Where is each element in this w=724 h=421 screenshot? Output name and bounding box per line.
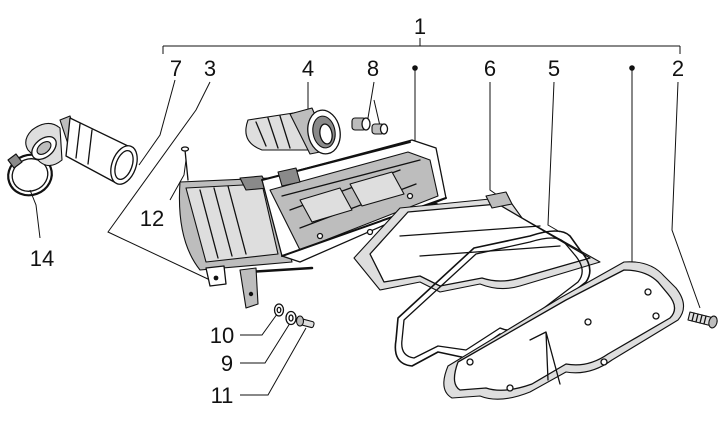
callout-6: 6 — [484, 56, 496, 81]
callout-4: 4 — [302, 56, 314, 81]
callout-labels: 1 7 3 4 8 6 5 2 12 14 10 9 11 — [30, 14, 684, 408]
leader-7 — [138, 79, 176, 166]
leader-12 — [169, 159, 187, 201]
leader-8b — [373, 99, 381, 127]
leader-10 — [240, 309, 281, 336]
callout-3: 3 — [204, 56, 216, 81]
parts-10-9-11-fasteners — [273, 303, 315, 329]
callout-14: 14 — [30, 246, 54, 271]
callout-1: 1 — [414, 14, 426, 39]
callout-11: 11 — [211, 383, 234, 408]
callout-10: 10 — [210, 323, 234, 348]
part-3-air-box — [178, 139, 447, 309]
part-8-grommets — [351, 117, 389, 135]
callout-5: 5 — [548, 56, 560, 81]
leader-9 — [240, 319, 293, 364]
callout-2: 2 — [672, 56, 684, 81]
part-7-intake-tube — [25, 115, 138, 185]
cover-plate — [443, 261, 685, 400]
callout-8: 8 — [367, 56, 379, 81]
part-2-screw — [687, 311, 718, 329]
part-6-filter-element — [353, 191, 601, 293]
callout-7: 7 — [170, 56, 182, 81]
leader-3 — [107, 81, 211, 281]
leader-5 — [547, 81, 561, 233]
leader-14 — [29, 189, 41, 239]
part-12-screw — [180, 146, 190, 181]
leader-2 — [671, 81, 701, 309]
leader-6 — [489, 82, 501, 198]
leader-11 — [240, 327, 307, 396]
part-4-intake-duct — [245, 107, 341, 155]
part-14-hose-clamp — [7, 153, 53, 197]
callout-12: 12 — [140, 206, 164, 231]
callout-9: 9 — [221, 351, 233, 376]
